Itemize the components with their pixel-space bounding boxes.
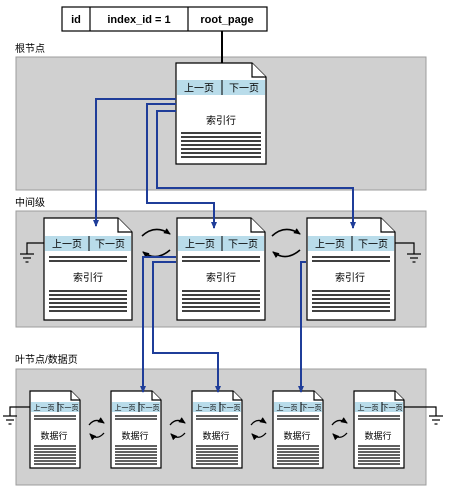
intermediate-level-label: 中间级 — [15, 196, 45, 209]
next-page-label: 下一页 — [358, 239, 388, 251]
id-cell: id — [71, 14, 81, 26]
prev-page-label: 上一页 — [115, 403, 136, 412]
next-page-label: 下一页 — [139, 404, 160, 412]
leaf-data-page: 上一页 下一页 数据行 — [353, 390, 405, 469]
null-pointer-ground-icon — [404, 406, 443, 425]
null-pointer-ground-icon — [3, 406, 30, 425]
root-level-label: 根节点 — [15, 42, 45, 55]
child-pointer-arrow — [298, 261, 306, 393]
data-row-label: 数据行 — [202, 430, 229, 442]
sibling-link-arrows — [169, 417, 186, 441]
child-pointer-arrow — [152, 261, 221, 393]
leaf-data-page: 上一页 下一页 数据行 — [110, 390, 162, 469]
next-page-label: 下一页 — [220, 404, 241, 412]
child-pointer-arrow — [156, 110, 356, 229]
leaf-data-page: 上一页 下一页 数据行 — [272, 390, 324, 469]
leaf-data-page: 上一页 下一页 数据行 — [29, 390, 81, 469]
index-row-label: 索引行 — [206, 114, 236, 127]
child-pointer-arrow — [93, 98, 176, 227]
data-row-label: 数据行 — [364, 430, 391, 442]
data-row-label: 数据行 — [121, 430, 148, 442]
data-row-label: 数据行 — [40, 430, 67, 442]
root-page-cell: root_page — [200, 14, 253, 26]
intermediate-page: 上一页 下一页 索引行 — [43, 217, 133, 321]
prev-page-label: 上一页 — [358, 403, 379, 412]
sibling-link-arrows — [331, 417, 348, 441]
next-page-label: 下一页 — [382, 404, 403, 412]
prev-page-label: 上一页 — [277, 403, 298, 412]
next-page-label: 下一页 — [95, 239, 125, 251]
intermediate-page: 上一页 下一页 索引行 — [176, 217, 266, 321]
sibling-link-arrows — [88, 417, 105, 441]
prev-page-label: 上一页 — [34, 403, 55, 412]
index-id-cell: index_id = 1 — [107, 14, 170, 26]
data-row-label: 数据行 — [283, 430, 310, 442]
sibling-link-arrows — [271, 228, 301, 259]
prev-page-label: 上一页 — [196, 403, 217, 412]
intermediate-page: 上一页 下一页 索引行 — [306, 217, 396, 321]
leaf-data-page: 上一页 下一页 数据行 — [191, 390, 243, 469]
next-page-label: 下一页 — [301, 404, 322, 412]
next-page-label: 下一页 — [229, 83, 259, 95]
index-row-label: 索引行 — [206, 271, 236, 284]
prev-page-label: 上一页 — [52, 239, 82, 251]
child-pointer-arrow — [140, 256, 176, 393]
sibling-link-arrows — [250, 417, 267, 441]
leaf-level-label: 叶节点/数据页 — [15, 353, 78, 366]
prev-page-label: 上一页 — [185, 239, 215, 251]
null-pointer-ground-icon — [395, 242, 421, 263]
next-page-label: 下一页 — [58, 404, 79, 412]
index-row-label: 索引行 — [73, 271, 103, 284]
root-page: 上一页 下一页 索引行 — [175, 62, 267, 165]
index-row-label: 索引行 — [335, 271, 365, 284]
null-pointer-ground-icon — [20, 242, 44, 263]
prev-page-label: 上一页 — [184, 83, 214, 95]
child-pointer-arrow — [146, 103, 217, 229]
next-page-label: 下一页 — [228, 239, 258, 251]
prev-page-label: 上一页 — [315, 239, 345, 251]
sys-indexes-row: id index_id = 1 root_page — [61, 6, 268, 32]
